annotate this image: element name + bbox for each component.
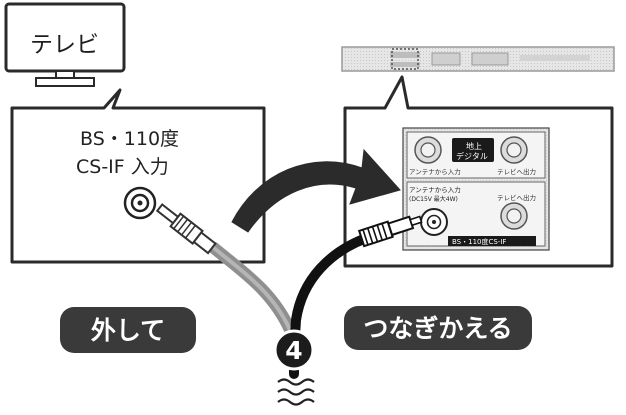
terrestrial-tv-out-label: テレビへ出力 <box>497 167 536 176</box>
reconnect-pill: つなぎかえる <box>344 306 532 350</box>
bs-band-tag <box>448 236 536 246</box>
recorder-illustration <box>341 46 615 72</box>
tv-input-jack <box>123 186 157 220</box>
bs-tv-out-jack <box>500 202 528 230</box>
tv-illustration: テレビ <box>4 2 126 87</box>
gray-cable <box>208 242 302 358</box>
terrestrial-tag-line1: 地上 <box>466 141 482 151</box>
bs-tv-out-label: テレビへ出力 <box>497 193 536 202</box>
terrestrial-tv-out-jack <box>500 136 528 164</box>
tv-callout-frame <box>10 88 266 264</box>
tv-input-label-line2: CS-IF 入力 <box>76 156 169 178</box>
step-badge: 4 <box>273 329 315 371</box>
reconnect-label: つなぎかえる <box>363 314 512 343</box>
terrestrial-tag <box>452 138 494 162</box>
tv-stand-base <box>35 77 95 87</box>
terrestrial-antenna-in-label: アンテナから入力 <box>409 167 461 176</box>
terrestrial-antenna-jack <box>414 136 442 164</box>
black-cable <box>289 231 377 379</box>
recorder-highlight-box <box>391 48 419 70</box>
gray-plug <box>155 203 217 255</box>
terrestrial-tag-line2: デジタル <box>456 151 488 161</box>
bs-antenna-in-jack <box>420 208 448 236</box>
wall-break-icon <box>277 378 315 406</box>
tv-input-label-line1: BS・110度 <box>80 128 179 150</box>
black-plug <box>357 215 423 248</box>
disconnect-pill: 外して <box>60 307 196 353</box>
recorder-callout: 地上 デジタル アンテナから入力 テレビへ出力 アンテナから入力 (DC15V … <box>343 75 614 268</box>
bs-antenna-in-label: アンテナから入力 <box>409 185 461 194</box>
disconnect-label: 外して <box>91 316 165 345</box>
move-arrow <box>231 148 401 233</box>
bs-band-label: BS・110度CS-IF <box>452 237 506 246</box>
bs-antenna-in-sublabel: (DC15V 最大4W) <box>409 195 458 203</box>
tv-callout: BS・110度 CS-IF 入力 <box>10 88 266 264</box>
step-number: 4 <box>285 336 302 365</box>
tv-label: テレビ <box>30 32 99 58</box>
